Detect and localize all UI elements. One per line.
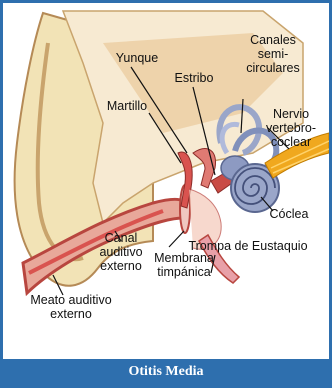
label-canales-semicirculares: Canales semi- circulares	[225, 33, 321, 75]
label-martillo: Martillo	[97, 99, 157, 113]
label-estribo: Estribo	[167, 71, 221, 85]
label-canal-auditivo-externo: Canal auditivo externo	[85, 231, 157, 273]
label-nervio-vertebrococlear: Nervio vertebro- coclear	[255, 107, 327, 149]
label-meato-auditivo-externo: Meato auditivo externo	[17, 293, 125, 321]
caption-bar: Otitis Media	[3, 359, 329, 385]
label-coclea: Cóclea	[259, 207, 319, 221]
label-yunque: Yunque	[107, 51, 167, 65]
label-membrana-timpanica: Membrana timpánica	[149, 251, 219, 279]
